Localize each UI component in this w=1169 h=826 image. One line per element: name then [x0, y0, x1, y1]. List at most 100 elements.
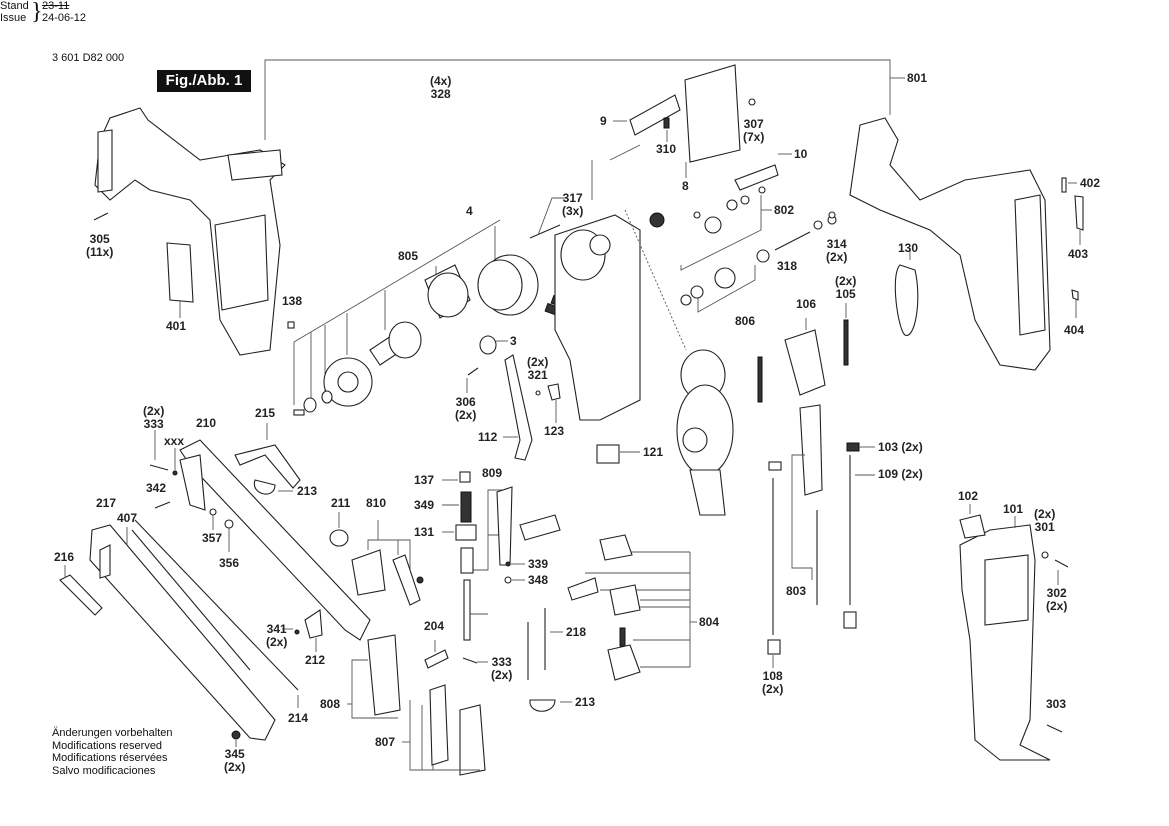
callout-806[interactable]: 806: [735, 315, 755, 328]
part-quantity: (2x): [1034, 507, 1056, 521]
callout-345[interactable]: 345(2x): [224, 748, 245, 774]
callout-404[interactable]: 404: [1064, 324, 1084, 337]
clip-213: [253, 479, 276, 495]
callout-131[interactable]: 131: [414, 526, 434, 539]
part-212: [304, 609, 323, 639]
callout-803[interactable]: 803: [786, 585, 806, 598]
callout-807[interactable]: 807: [375, 736, 395, 749]
callout-303[interactable]: 303: [1046, 698, 1066, 711]
callout-106[interactable]: 106: [796, 298, 816, 311]
callout-123[interactable]: 123: [544, 425, 564, 438]
part-number: xxx: [164, 434, 185, 448]
callout-801[interactable]: 801: [907, 72, 927, 85]
callout-333-a[interactable]: (2x)333: [143, 405, 164, 431]
cover-10: [734, 164, 779, 191]
callout-310[interactable]: 310: [656, 143, 676, 156]
callout-402[interactable]: 402: [1080, 177, 1100, 190]
callout-348[interactable]: 348: [528, 574, 548, 587]
callout-214[interactable]: 214: [288, 712, 308, 725]
note-de: Änderungen vorbehalten: [52, 727, 173, 739]
callout-407[interactable]: 407: [117, 512, 137, 525]
callout-204[interactable]: 204: [424, 620, 444, 633]
callout-4[interactable]: 4: [466, 205, 473, 218]
callout-xxx[interactable]: xxx: [164, 435, 184, 448]
callout-307[interactable]: 307(7x): [743, 118, 764, 144]
callout-802[interactable]: 802: [774, 204, 794, 217]
callout-349[interactable]: 349: [414, 499, 434, 512]
cap-108: [768, 461, 782, 471]
lever-112: [504, 354, 533, 461]
callout-9[interactable]: 9: [600, 115, 607, 128]
screw-333b: [462, 657, 478, 664]
callout-3[interactable]: 3: [510, 335, 517, 348]
bearing-group-802: [680, 186, 772, 271]
callout-213-a[interactable]: 213: [297, 485, 317, 498]
callout-328[interactable]: (4x)328: [430, 75, 451, 101]
callout-109[interactable]: 109 (2x): [878, 468, 923, 481]
callout-138[interactable]: 138: [282, 295, 302, 308]
callout-215[interactable]: 215: [255, 407, 275, 420]
part-number: 112: [478, 430, 498, 444]
callout-321[interactable]: (2x)321: [527, 356, 548, 382]
spring-349: [460, 491, 472, 523]
screw-333: [149, 464, 169, 471]
callout-102[interactable]: 102: [958, 490, 978, 503]
callout-302[interactable]: 302(2x): [1046, 587, 1067, 613]
callout-314[interactable]: 314(2x): [826, 238, 847, 264]
sleeve-211: [329, 529, 349, 547]
part-number: 103: [878, 440, 899, 454]
callout-804[interactable]: 804: [699, 616, 719, 629]
screw-306: [467, 367, 479, 376]
part-number: 328: [430, 87, 451, 101]
cap-103: [846, 442, 860, 452]
driver-assembly-809: [460, 486, 561, 641]
callout-341[interactable]: 341(2x): [266, 623, 287, 649]
part-number: 303: [1046, 697, 1067, 711]
callout-342[interactable]: 342: [146, 482, 166, 495]
callout-301[interactable]: (2x)301: [1034, 508, 1055, 534]
callout-356[interactable]: 356: [219, 557, 239, 570]
callout-217[interactable]: 217: [96, 497, 116, 510]
callout-339[interactable]: 339: [528, 558, 548, 571]
part-quantity: (2x): [826, 250, 848, 264]
part-number: 215: [255, 406, 276, 420]
callout-403[interactable]: 403: [1068, 248, 1088, 261]
callout-8[interactable]: 8: [682, 180, 689, 193]
callout-305[interactable]: 305(11x): [86, 233, 113, 259]
callout-212[interactable]: 212: [305, 654, 325, 667]
callout-808[interactable]: 808: [320, 698, 340, 711]
callout-357[interactable]: 357: [202, 532, 222, 545]
callout-121[interactable]: 121: [643, 446, 663, 459]
callout-216[interactable]: 216: [54, 551, 74, 564]
callout-210[interactable]: 210: [196, 417, 216, 430]
part-number: 10: [794, 147, 808, 161]
cover-101: [959, 524, 1051, 761]
callout-306[interactable]: 306(2x): [455, 396, 476, 422]
callout-101[interactable]: 101: [1003, 503, 1023, 516]
callout-333-b[interactable]: 333(2x): [491, 656, 512, 682]
callout-317[interactable]: 317(3x): [562, 192, 583, 218]
callout-112[interactable]: 112: [478, 431, 497, 444]
callout-108[interactable]: 108(2x): [762, 670, 783, 696]
callout-105[interactable]: (2x)105: [835, 275, 856, 301]
part-quantity: (2x): [901, 467, 923, 481]
callout-213-b[interactable]: 213: [575, 696, 595, 709]
callout-809[interactable]: 809: [482, 467, 502, 480]
callout-103[interactable]: 103 (2x): [878, 441, 923, 454]
part-number: 105: [835, 287, 856, 301]
callout-810[interactable]: 810: [366, 497, 386, 510]
callout-805[interactable]: 805: [398, 250, 418, 263]
callout-211[interactable]: 211: [331, 497, 350, 510]
callout-137[interactable]: 137: [414, 474, 434, 487]
part-339: [505, 561, 511, 567]
rail-214: [134, 519, 299, 691]
callout-130[interactable]: 130: [898, 242, 918, 255]
part-number: 349: [414, 498, 435, 512]
callout-10[interactable]: 10: [794, 148, 807, 161]
callout-318[interactable]: 318: [777, 260, 797, 273]
callout-218[interactable]: 218: [566, 626, 586, 639]
part-9-plate: [613, 94, 681, 136]
callout-401[interactable]: 401: [166, 320, 186, 333]
part-number: 102: [958, 489, 979, 503]
part-number: 404: [1064, 323, 1085, 337]
